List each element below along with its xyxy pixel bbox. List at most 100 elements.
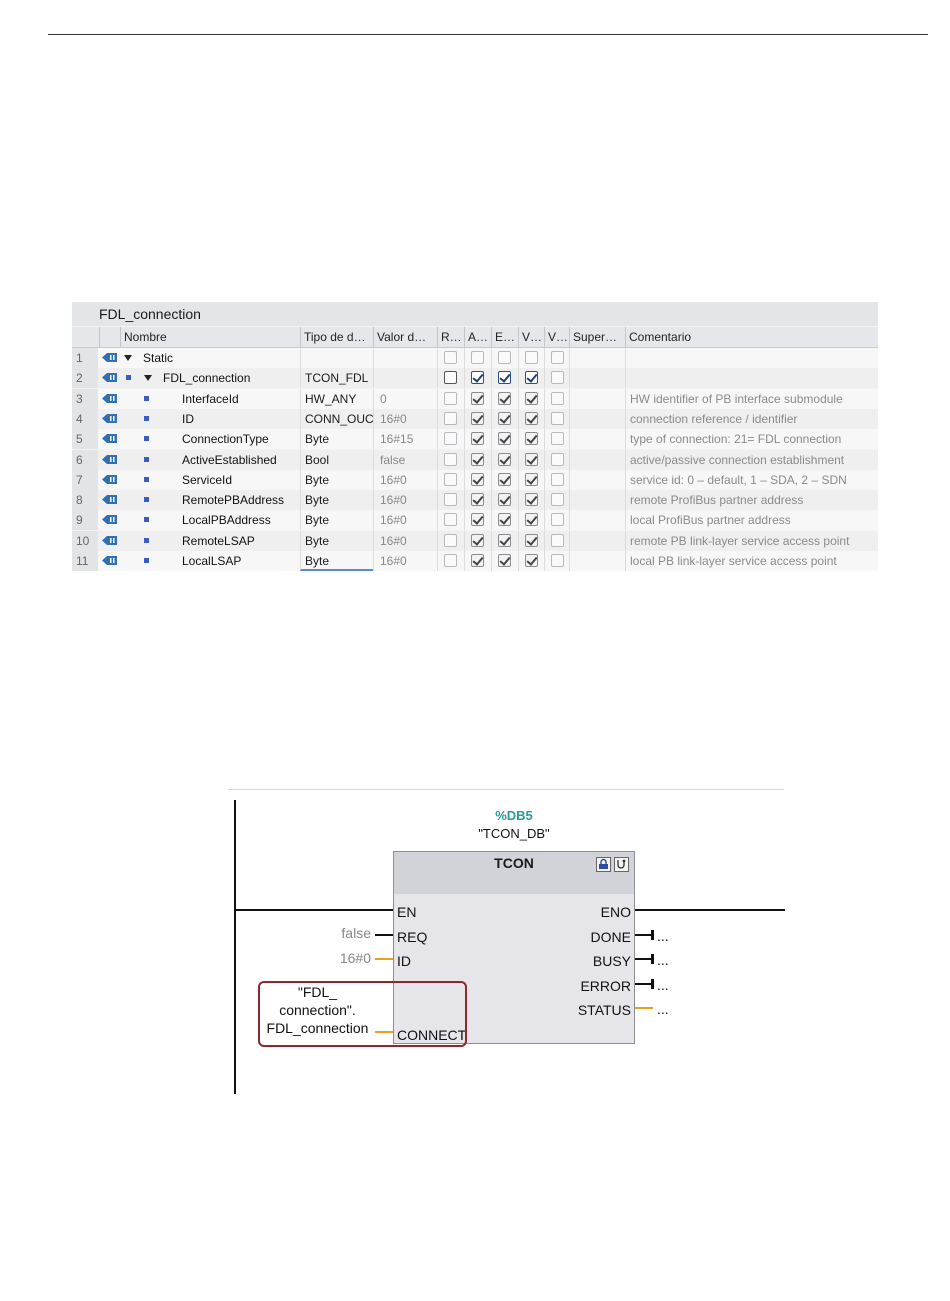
id-value[interactable]: 16#0 (339, 950, 371, 966)
expand-triangle-icon[interactable] (144, 375, 152, 382)
lock-icon[interactable] (596, 857, 611, 872)
row-checkbox[interactable] (471, 371, 484, 385)
row-checkbox[interactable] (525, 533, 538, 547)
tcon-block[interactable]: TCON EN REQ ID CONNECT ENO DONE BUSY ERR… (393, 851, 635, 1044)
header-name[interactable]: Nombre (120, 327, 300, 347)
row-type[interactable]: Byte (300, 490, 373, 511)
row-start-value[interactable]: false (373, 449, 437, 470)
header-setpoint[interactable]: V… (544, 327, 569, 347)
row-checkbox[interactable] (498, 432, 511, 446)
expand-triangle-icon[interactable] (124, 355, 132, 361)
row-checkbox[interactable] (551, 411, 564, 425)
row-comment[interactable]: remote ProfiBus partner address (625, 490, 878, 511)
row-name[interactable]: Static (143, 351, 174, 365)
row-checkbox[interactable] (525, 411, 538, 425)
row-start-value[interactable]: 16#0 (373, 490, 437, 511)
header-visible[interactable]: V… (518, 327, 544, 347)
row-checkbox[interactable] (444, 432, 457, 446)
row-start-value[interactable]: 16#0 (373, 530, 437, 551)
instance-db-name[interactable]: "TCON_DB" (478, 826, 550, 841)
row-type[interactable]: Byte (300, 551, 373, 571)
row-checkbox[interactable] (471, 493, 484, 507)
row-checkbox[interactable] (525, 391, 538, 405)
row-supervision[interactable] (569, 530, 625, 551)
row-supervision[interactable] (569, 368, 625, 389)
row-checkbox[interactable] (444, 351, 457, 364)
row-checkbox[interactable] (444, 533, 457, 547)
row-checkbox[interactable] (444, 411, 457, 425)
row-checkbox[interactable] (498, 513, 511, 527)
row-supervision[interactable] (569, 388, 625, 409)
row-start-value[interactable]: 16#0 (373, 408, 437, 429)
row-checkbox[interactable] (498, 493, 511, 507)
row-supervision[interactable] (569, 408, 625, 429)
row-checkbox[interactable] (471, 472, 484, 486)
row-name[interactable]: RemotePBAddress (182, 493, 285, 508)
row-checkbox[interactable] (525, 351, 538, 364)
row-comment[interactable]: active/passive connection establishment (625, 449, 878, 470)
row-comment[interactable]: HW identifier of PB interface submodule (625, 388, 878, 409)
error-output[interactable]: ... (657, 977, 669, 993)
row-checkbox[interactable] (525, 432, 538, 446)
row-start-value[interactable]: 16#15 (373, 429, 437, 450)
row-checkbox[interactable] (498, 452, 511, 466)
row-checkbox[interactable] (471, 513, 484, 527)
row-name[interactable]: FDL_connection (163, 371, 251, 386)
req-value[interactable]: false (341, 925, 371, 941)
header-comment[interactable]: Comentario (625, 327, 878, 347)
row-checkbox[interactable] (498, 391, 511, 405)
row-checkbox[interactable] (551, 432, 564, 446)
row-checkbox[interactable] (471, 411, 484, 425)
instance-db-number[interactable]: %DB5 (495, 808, 533, 823)
connect-value-line1[interactable]: "FDL_ (297, 984, 338, 1000)
header-type[interactable]: Tipo de d… (300, 327, 373, 347)
row-checkbox[interactable] (525, 513, 538, 527)
row-start-value[interactable]: 0 (373, 388, 437, 409)
row-comment[interactable]: service id: 0 – default, 1 – SDA, 2 – SD… (625, 469, 878, 490)
row-name[interactable]: ID (182, 411, 194, 426)
row-checkbox[interactable] (551, 554, 564, 567)
row-checkbox[interactable] (551, 513, 564, 527)
connect-value-line3[interactable]: FDL_connection (266, 1020, 369, 1036)
row-start-value[interactable]: 16#0 (373, 551, 437, 571)
row-supervision[interactable] (569, 429, 625, 450)
row-checkbox[interactable] (444, 554, 457, 567)
row-checkbox[interactable] (525, 472, 538, 486)
row-checkbox[interactable] (525, 554, 538, 567)
row-supervision[interactable] (569, 348, 625, 368)
diagnostics-icon[interactable] (614, 857, 629, 872)
row-name[interactable]: LocalLSAP (182, 554, 242, 568)
row-checkbox[interactable] (471, 391, 484, 405)
row-checkbox[interactable] (444, 371, 457, 385)
row-checkbox[interactable] (551, 452, 564, 466)
row-checkbox[interactable] (551, 391, 564, 405)
row-checkbox[interactable] (444, 513, 457, 527)
row-checkbox[interactable] (498, 371, 511, 385)
row-supervision[interactable] (569, 510, 625, 531)
row-checkbox[interactable] (525, 371, 538, 385)
row-checkbox[interactable] (471, 432, 484, 446)
row-checkbox[interactable] (525, 452, 538, 466)
header-retain[interactable]: R… (437, 327, 464, 347)
connect-value-line2[interactable]: connection". (279, 1002, 356, 1018)
row-supervision[interactable] (569, 449, 625, 470)
header-writable[interactable]: E… (491, 327, 518, 347)
row-checkbox[interactable] (444, 391, 457, 405)
row-name[interactable]: InterfaceId (182, 391, 239, 406)
row-comment[interactable]: remote PB link-layer service access poin… (625, 530, 878, 551)
row-start-value[interactable] (373, 368, 437, 389)
row-checkbox[interactable] (525, 493, 538, 507)
row-checkbox[interactable] (551, 533, 564, 547)
row-type[interactable]: Byte (300, 469, 373, 490)
row-checkbox[interactable] (471, 351, 484, 364)
row-checkbox[interactable] (498, 554, 511, 567)
row-comment[interactable]: local PB link-layer service access point (625, 551, 878, 571)
row-checkbox[interactable] (498, 411, 511, 425)
